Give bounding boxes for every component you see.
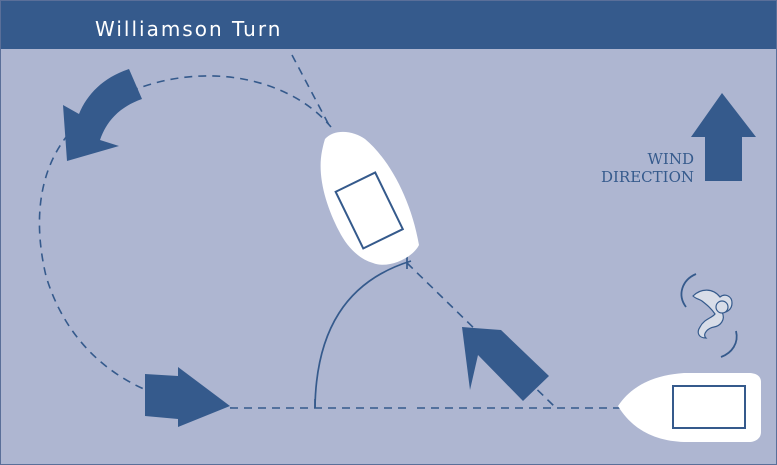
water-ripple-left bbox=[680, 273, 697, 308]
turn-path bbox=[38, 75, 621, 409]
page-title: Williamson Turn bbox=[95, 17, 283, 41]
boat-cabin-bottom bbox=[672, 385, 746, 429]
up-arrow-icon bbox=[691, 93, 756, 181]
turn-arrow-bottom-left bbox=[145, 367, 230, 427]
turn-angle-arc bbox=[314, 260, 412, 409]
wind-label-line1: WIND bbox=[648, 150, 695, 168]
person-in-water-icon bbox=[692, 289, 733, 339]
initial-course-line bbox=[291, 54, 331, 128]
wind-label-line2: DIRECTION bbox=[601, 168, 694, 186]
person-head-icon bbox=[715, 300, 729, 314]
water-ripple-right bbox=[720, 330, 738, 358]
title-bar: Williamson Turn bbox=[1, 1, 776, 49]
return-arrow bbox=[462, 327, 549, 401]
turn-arrow-top-left bbox=[63, 69, 142, 161]
boat-cabin-top bbox=[334, 171, 405, 250]
